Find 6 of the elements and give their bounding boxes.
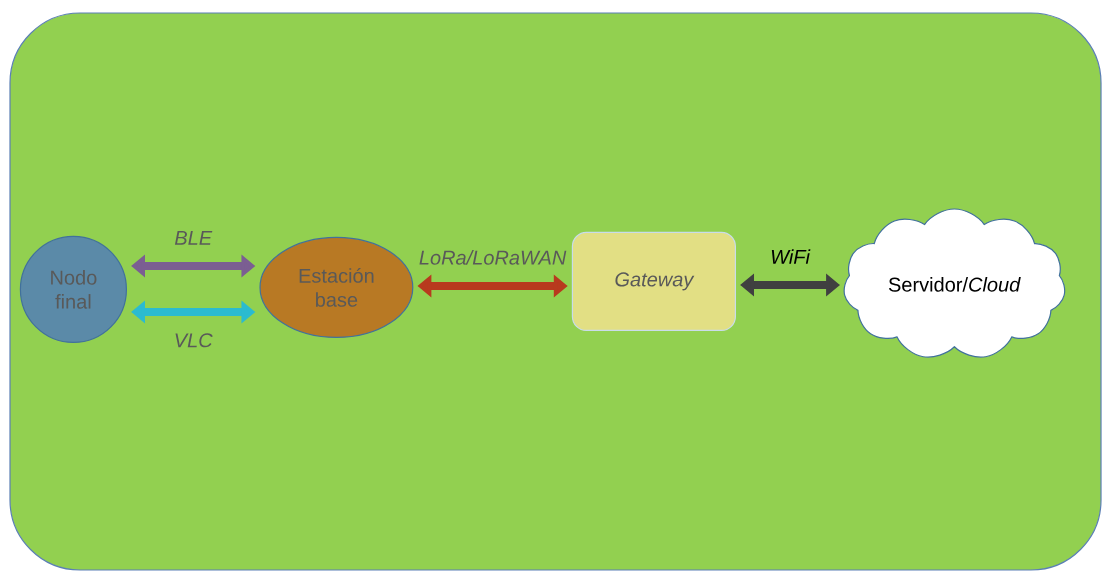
gateway-box: Gateway — [571, 231, 736, 331]
edge-label: VLC — [175, 333, 213, 348]
edge-label: LoRa/LoRaWAN — [419, 250, 567, 265]
server-cloud: Servidor/Cloud — [843, 208, 1066, 358]
edge-label: WiFi — [771, 249, 811, 264]
edge-label: BLE — [174, 231, 213, 245]
